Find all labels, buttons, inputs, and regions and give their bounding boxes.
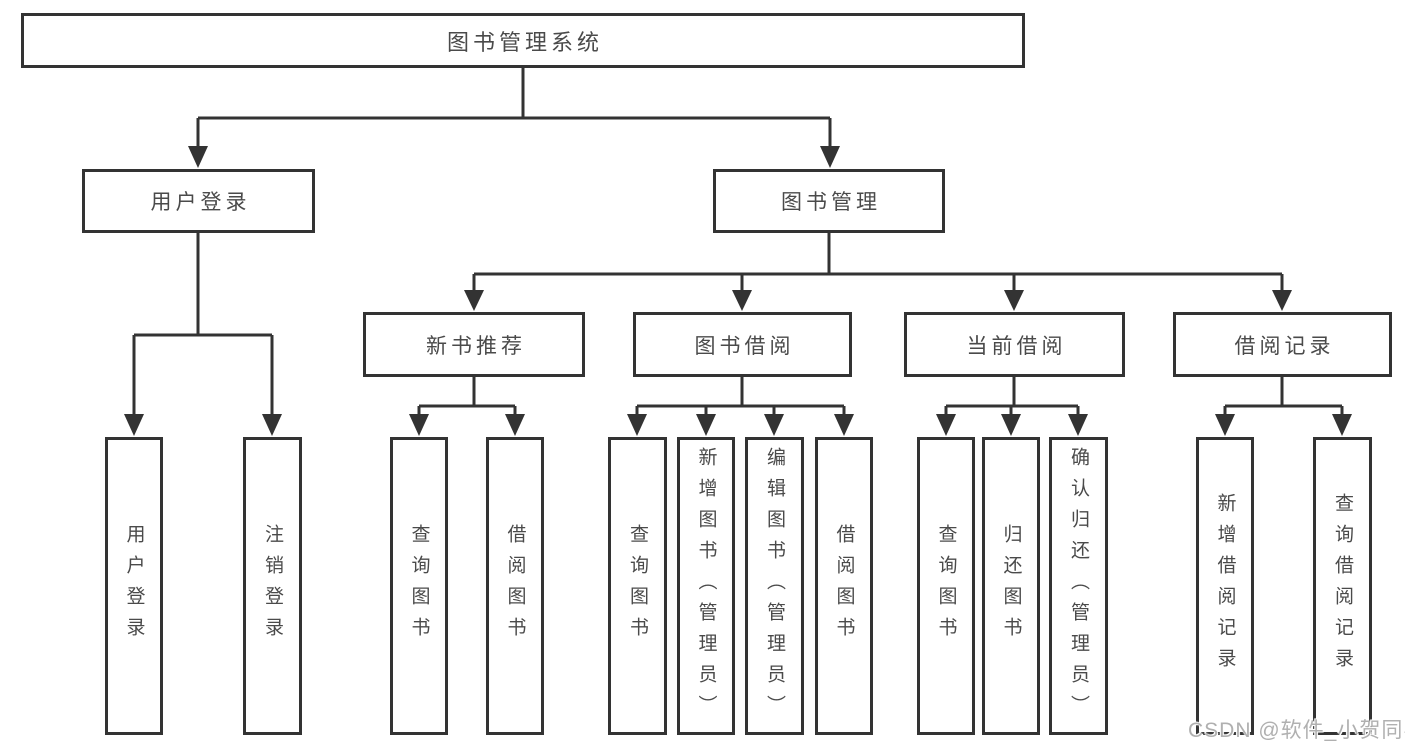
arrow-down-icon bbox=[409, 414, 429, 436]
leaf-confirm-return-admin: 确认归还（管理员） bbox=[1049, 437, 1108, 735]
node-book-borrow: 图书借阅 bbox=[633, 312, 852, 377]
arrow-down-icon bbox=[696, 414, 716, 436]
arrow-down-icon bbox=[627, 414, 647, 436]
leaf-add-books-admin: 新增图书（管理员） bbox=[677, 437, 735, 735]
leaf-borrow-books-2: 借阅图书 bbox=[815, 437, 873, 735]
arrowhead-icons bbox=[124, 146, 1352, 436]
arrow-down-icon bbox=[732, 290, 752, 311]
node-new-book-recommend: 新书推荐 bbox=[363, 312, 585, 377]
node-library-management-system: 图书管理系统 bbox=[21, 13, 1025, 68]
leaf-query-books-2: 查询图书 bbox=[608, 437, 667, 735]
leaf-return-books: 归还图书 bbox=[982, 437, 1040, 735]
arrow-down-icon bbox=[834, 414, 854, 436]
connector-lines bbox=[132, 67, 1344, 418]
arrow-down-icon bbox=[464, 290, 484, 311]
arrow-down-icon bbox=[936, 414, 956, 436]
arrow-down-icon bbox=[505, 414, 525, 436]
node-borrow-records: 借阅记录 bbox=[1173, 312, 1392, 377]
leaf-query-borrow-record: 查询借阅记录 bbox=[1313, 437, 1372, 735]
arrow-down-icon bbox=[1332, 414, 1352, 436]
node-user-login-branch: 用户登录 bbox=[82, 169, 315, 233]
leaf-user-login: 用户登录 bbox=[105, 437, 163, 735]
leaf-edit-books-admin: 编辑图书（管理员） bbox=[745, 437, 804, 735]
arrow-down-icon bbox=[188, 146, 208, 168]
arrow-down-icon bbox=[1215, 414, 1235, 436]
leaf-add-borrow-record: 新增借阅记录 bbox=[1196, 437, 1254, 735]
leaf-query-books-1: 查询图书 bbox=[390, 437, 448, 735]
leaf-logout: 注销登录 bbox=[243, 437, 302, 735]
node-book-management-branch: 图书管理 bbox=[713, 169, 945, 233]
arrow-down-icon bbox=[1068, 414, 1088, 436]
node-current-borrow: 当前借阅 bbox=[904, 312, 1125, 377]
leaf-borrow-books-1: 借阅图书 bbox=[486, 437, 544, 735]
arrow-down-icon bbox=[124, 414, 144, 436]
arrow-down-icon bbox=[820, 146, 840, 168]
csdn-watermark: CSDN @软件_小贺同学 bbox=[1188, 719, 1405, 742]
arrow-down-icon bbox=[1001, 414, 1021, 436]
arrow-down-icon bbox=[1004, 290, 1024, 311]
arrow-down-icon bbox=[764, 414, 784, 436]
leaf-query-books-3: 查询图书 bbox=[917, 437, 975, 735]
arrow-down-icon bbox=[262, 414, 282, 436]
arrow-down-icon bbox=[1272, 290, 1292, 311]
